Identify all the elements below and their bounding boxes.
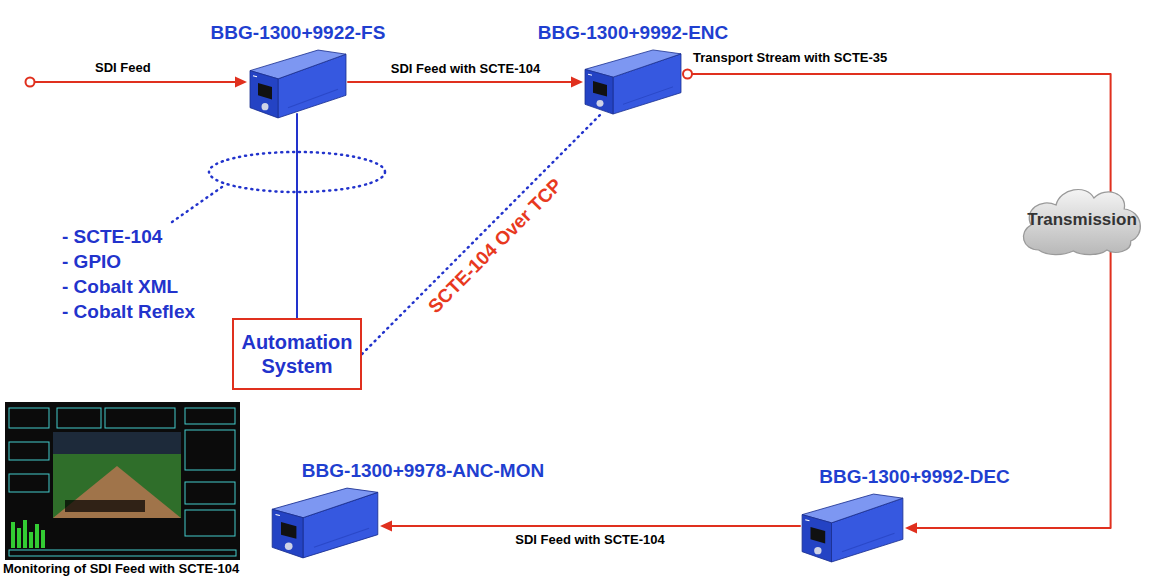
illustration-polygon xyxy=(258,83,272,99)
illustration-rect xyxy=(11,522,15,548)
illustration-rect xyxy=(23,520,27,548)
process-box: Automation System xyxy=(232,318,362,390)
monitor-illustration xyxy=(5,402,240,560)
cloud-label: Transmission xyxy=(1027,210,1137,230)
illustration-rect xyxy=(57,408,101,428)
illustration-line xyxy=(253,76,257,77)
arrow-head xyxy=(380,521,392,532)
signal-label: SDI Feed xyxy=(95,60,151,76)
port-circle xyxy=(26,78,35,87)
illustration-rect xyxy=(185,510,235,536)
illustration-polygon xyxy=(250,71,278,118)
illustration-circle xyxy=(285,543,293,550)
connector xyxy=(348,81,573,83)
protocol-item: - Cobalt Reflex xyxy=(62,301,195,324)
illustration-circle xyxy=(262,103,269,110)
device-illustration xyxy=(248,48,348,120)
device-illustration xyxy=(270,486,380,560)
illustration-polygon xyxy=(272,509,303,558)
input-line xyxy=(35,81,236,83)
illustration-line xyxy=(276,515,280,516)
protocol-item: - SCTE-104 xyxy=(62,226,162,249)
illustration-line xyxy=(588,74,592,76)
device-title: BBG-1300+9978-ANC-MON xyxy=(302,460,544,482)
illustration-polygon xyxy=(802,515,831,562)
box-text: Automation System xyxy=(240,330,354,378)
illustration-polygon xyxy=(281,522,296,539)
illustration-line xyxy=(288,89,338,108)
illustration-rect xyxy=(29,532,33,548)
monitor-caption: Monitoring of SDI Feed with SCTE-104 xyxy=(3,562,239,577)
port-circle xyxy=(683,70,692,79)
illustration-rect xyxy=(5,402,240,560)
illustration-g xyxy=(9,408,236,556)
illustration-rect xyxy=(41,530,45,548)
illustration-rect xyxy=(185,430,235,470)
device-title: BBG-1300+9992-ENC xyxy=(538,22,729,44)
connector xyxy=(692,74,1111,192)
illustration-g xyxy=(11,520,45,548)
illustration-rect xyxy=(185,408,235,424)
illustration-polygon xyxy=(593,81,607,97)
connector xyxy=(390,525,800,527)
protocol-item: - GPIO xyxy=(62,251,121,274)
connector xyxy=(296,114,298,318)
illustration-rect xyxy=(17,528,21,548)
monitor-node: Monitoring of SDI Feed with SCTE-104 xyxy=(5,402,240,560)
leader-line xyxy=(172,187,222,222)
device-node: BBG-1300+9922-FS xyxy=(248,48,348,120)
illustration-rect xyxy=(9,442,49,460)
device-title: BBG-1300+9992-DEC xyxy=(819,466,1010,488)
cloud-node: Transmission xyxy=(1017,178,1147,258)
illustration-rect xyxy=(105,408,175,428)
dotted-ellipse xyxy=(209,152,385,192)
illustration-rect xyxy=(185,482,235,504)
protocol-label: SCTE-104 Over TCP xyxy=(422,172,569,320)
illustration-line xyxy=(805,520,809,521)
arrow-head xyxy=(905,523,917,534)
illustration-rect xyxy=(9,474,49,492)
illustration-rect xyxy=(53,432,181,518)
signal-label: SDI Feed with SCTE-104 xyxy=(512,532,668,548)
device-node: BBG-1300+9992-DEC xyxy=(800,492,905,564)
illustration-rect xyxy=(53,432,181,454)
arrow-head xyxy=(571,77,583,88)
connector xyxy=(362,112,603,354)
illustration-rect xyxy=(35,524,39,548)
arrow-head xyxy=(235,77,247,88)
device-node: BBG-1300+9992-ENC xyxy=(583,48,683,116)
illustration-path xyxy=(1023,190,1140,255)
device-illustration xyxy=(583,48,683,116)
protocol-item: - Cobalt XML xyxy=(62,276,178,299)
illustration-circle xyxy=(814,547,821,554)
illustration-rect xyxy=(9,408,49,428)
illustration-line xyxy=(842,533,895,552)
illustration-line xyxy=(314,528,369,547)
illustration-line xyxy=(623,87,673,104)
illustration-polygon xyxy=(811,527,826,543)
signal-label: Transport Stream with SCTE-35 xyxy=(690,50,890,66)
device-title: BBG-1300+9922-FS xyxy=(211,22,386,44)
device-illustration xyxy=(800,492,905,564)
illustration-rect xyxy=(65,500,145,512)
illustration-path xyxy=(53,466,181,518)
illustration-rect xyxy=(9,550,236,556)
illustration-circle xyxy=(597,100,604,107)
device-node: BBG-1300+9978-ANC-MON xyxy=(270,486,380,560)
illustration-polygon xyxy=(585,69,613,114)
signal-label: SDI Feed with SCTE-104 xyxy=(388,61,544,77)
